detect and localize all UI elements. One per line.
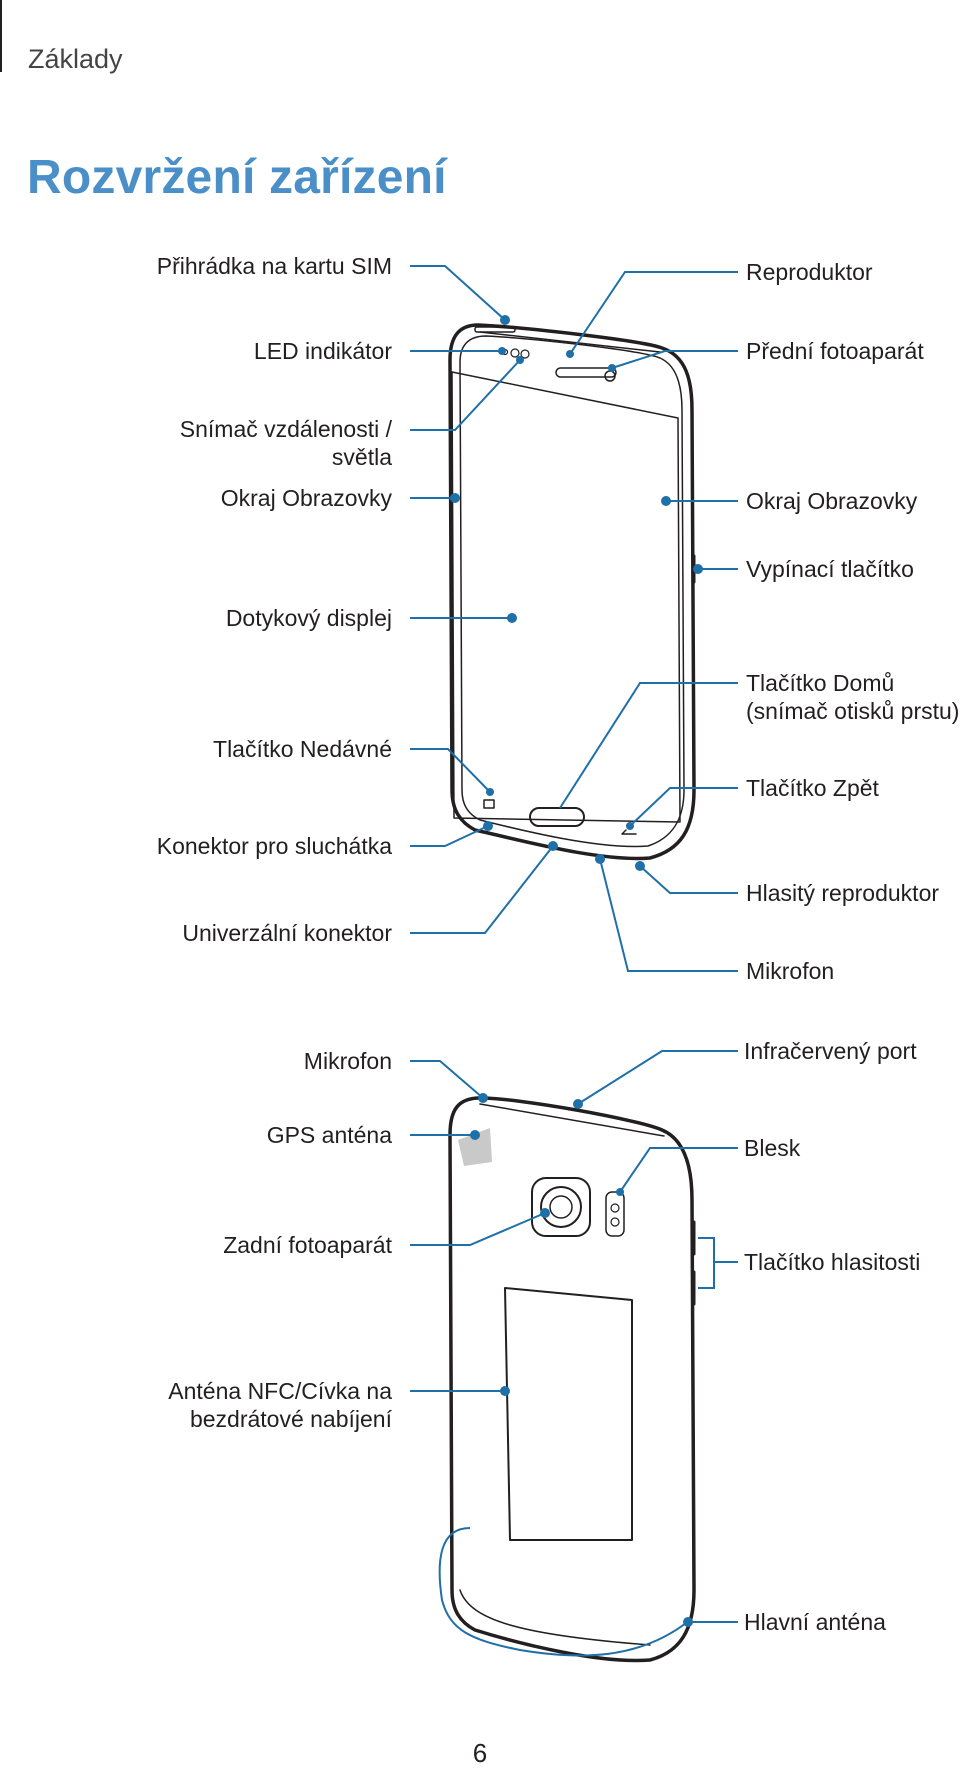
callout-home — [559, 682, 738, 809]
label-mic: Mikrofon — [746, 958, 835, 984]
label-edge-right: Okraj Obrazovky — [746, 488, 918, 514]
front-body-outline — [448, 323, 696, 861]
callout-speaker — [639, 865, 738, 894]
earpiece-grille — [555, 367, 617, 378]
label-nfc: Anténa NFC/Cívka na bezdrátové nabíjení — [168, 1377, 392, 1433]
callout-front-camera — [611, 350, 738, 369]
label-earpiece: Reproduktor — [746, 259, 873, 285]
callout-recent — [410, 748, 491, 793]
nfc-coil — [504, 1287, 633, 1541]
callout-proximity — [410, 359, 521, 431]
proximity-sensor-a — [510, 348, 520, 358]
callout-back — [629, 787, 738, 827]
front-callout-dots — [450, 315, 703, 871]
label-flash: Blesk — [744, 1135, 801, 1161]
label-home: Tlačítko Domů (snímač otisků prstu) — [746, 669, 959, 725]
rear-callout-dots — [470, 1093, 693, 1627]
front-callouts — [410, 265, 738, 972]
flash-dot-b — [610, 1217, 620, 1227]
front-inner-outline — [459, 335, 685, 848]
label-speaker: Hlasitý reproduktor — [746, 880, 940, 906]
recent-button-glyph — [483, 799, 495, 809]
section-header: Základy — [28, 44, 123, 74]
callout-headset — [410, 825, 489, 847]
label-front-camera: Přední fotoaparát — [746, 338, 924, 364]
label-headset: Konektor pro sluchátka — [156, 833, 392, 859]
label-nfc-line-1: Anténa NFC/Cívka na — [168, 1378, 392, 1404]
page-number: 6 — [472, 1738, 488, 1768]
callout-ir — [577, 1050, 738, 1105]
label-nfc-line-2: bezdrátové nabíjení — [189, 1406, 392, 1432]
callout-rear-mic — [410, 1060, 484, 1099]
label-recent: Tlačítko Nedávné — [213, 736, 392, 762]
label-rear-mic: Mikrofon — [303, 1048, 392, 1074]
callout-flash — [619, 1147, 738, 1193]
callout-earpiece — [569, 271, 738, 355]
label-usb: Univerzální konektor — [182, 920, 392, 946]
margin-rule — [0, 0, 2, 72]
label-proximity-line-1: Snímač vzdálenosti / — [179, 416, 392, 442]
flash-dot-a — [610, 1203, 620, 1213]
label-proximity-line-2: světla — [331, 444, 392, 470]
rear-camera-lens-outer — [540, 1186, 582, 1228]
rear-phone — [448, 1096, 696, 1663]
label-back: Tlačítko Zpět — [746, 775, 879, 801]
rear-camera-lens-inner — [549, 1195, 573, 1219]
label-home-line-1: Tlačítko Domů — [746, 670, 895, 696]
rear-body-outline — [448, 1096, 696, 1663]
label-proximity: Snímač vzdálenosti / světla — [180, 415, 392, 471]
proximity-sensor-b — [520, 349, 530, 359]
home-button — [529, 807, 585, 827]
label-power: Vypínací tlačítko — [746, 556, 914, 582]
label-touchscreen: Dotykový displej — [225, 605, 392, 631]
label-sim-tray: Přihrádka na kartu SIM — [156, 253, 392, 279]
back-button-glyph — [621, 829, 637, 835]
gps-antenna-patch — [458, 1128, 492, 1166]
callout-volume-bracket — [698, 1237, 715, 1289]
label-rear-camera: Zadní fotoaparát — [223, 1232, 392, 1258]
rear-camera-housing — [531, 1177, 591, 1237]
label-main-antenna: Hlavní anténa — [744, 1609, 886, 1635]
rear-top-edge — [479, 1103, 665, 1137]
page-title: Rozvržení zařízení — [27, 151, 447, 204]
front-phone — [448, 323, 696, 861]
label-led: LED indikátor — [253, 338, 392, 364]
flash-module — [605, 1191, 625, 1237]
label-ir: Infračervený port — [744, 1038, 917, 1064]
rear-bottom-curve — [459, 1589, 651, 1646]
label-home-line-2: (snímač otisků prstu) — [746, 698, 960, 724]
callout-usb — [410, 845, 554, 934]
callout-rear-camera — [410, 1212, 546, 1246]
sim-tray-slot — [474, 326, 516, 333]
label-gps: GPS anténa — [266, 1122, 392, 1148]
label-edge-left: Okraj Obrazovky — [220, 485, 392, 511]
callout-sim — [410, 265, 506, 321]
label-volume: Tlačítko hlasitosti — [744, 1249, 921, 1275]
front-top-edge — [479, 331, 661, 353]
front-screen — [451, 371, 681, 823]
callout-mic — [599, 858, 738, 972]
